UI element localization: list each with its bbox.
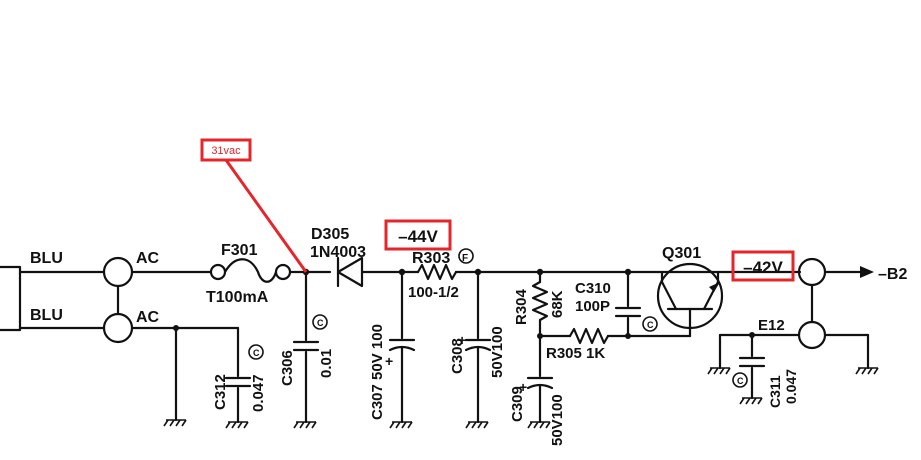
- ac-terminal-top: [102, 256, 134, 288]
- c307-plus: +: [385, 353, 393, 369]
- ac-bottom-label: AC: [136, 309, 160, 326]
- resistor-r304: [531, 280, 549, 322]
- d305-value: 1N4003: [310, 244, 366, 261]
- c310-mark: C: [647, 320, 654, 330]
- c312-value: 0.047: [250, 374, 267, 412]
- c309-value: 50V100: [549, 394, 566, 446]
- c308-plus: +: [458, 332, 466, 348]
- c310-name: C310: [575, 280, 611, 297]
- c306-mark: C: [317, 318, 324, 328]
- blu-top-label: BLU: [30, 250, 63, 267]
- c311-mark: C: [737, 376, 744, 386]
- blu-bottom-label: BLU: [30, 307, 63, 324]
- c311-value: 0.047: [783, 369, 799, 404]
- c307-label: C307 50V 100: [369, 324, 386, 420]
- c306-value: 0.01: [318, 349, 335, 378]
- f301-name: F301: [221, 242, 258, 259]
- r305-label: R305 1K: [546, 345, 605, 362]
- r304-value: 68K: [549, 290, 566, 318]
- resistor-r305: [568, 327, 610, 345]
- c308-name: C308: [449, 338, 466, 374]
- ac-top-label: AC: [136, 250, 160, 267]
- c309-plus: +: [519, 379, 527, 395]
- v-after-r303-text: –44V: [398, 227, 438, 246]
- q301-name: Q301: [662, 245, 701, 262]
- diode-d305: [336, 256, 364, 288]
- f301-value: T100mA: [206, 289, 269, 306]
- connector-block: [0, 265, 22, 332]
- output-terminal: [797, 257, 827, 287]
- c311-name: C311: [767, 375, 783, 408]
- resistor-r303: [416, 263, 458, 281]
- d305-name: D305: [311, 226, 349, 243]
- ac-voltage-pointer: [224, 159, 308, 273]
- r303-mark: F: [462, 253, 468, 264]
- ac-voltage-text: 31vac: [211, 145, 241, 157]
- fuse-f301: [209, 263, 227, 281]
- ac-terminal-bottom: [102, 312, 134, 344]
- c312-name: C312: [212, 374, 229, 410]
- e12-terminal: [797, 320, 827, 350]
- c306-name: C306: [279, 350, 296, 386]
- output-label: –B2: [878, 266, 907, 283]
- v-out-text: –42V: [743, 258, 783, 277]
- r304-name: R304: [513, 288, 530, 325]
- c308-value: 50V100: [489, 326, 506, 378]
- c309-name: C309: [509, 386, 526, 422]
- c310-value: 100P: [575, 298, 610, 315]
- v-after-r303-box: [384, 219, 452, 251]
- v-out-box: [731, 250, 795, 282]
- c312-mark: C: [253, 348, 260, 358]
- r303-name: R303: [412, 250, 450, 267]
- e12-label: E12: [758, 317, 785, 334]
- r303-value: 100-1/2: [408, 284, 459, 301]
